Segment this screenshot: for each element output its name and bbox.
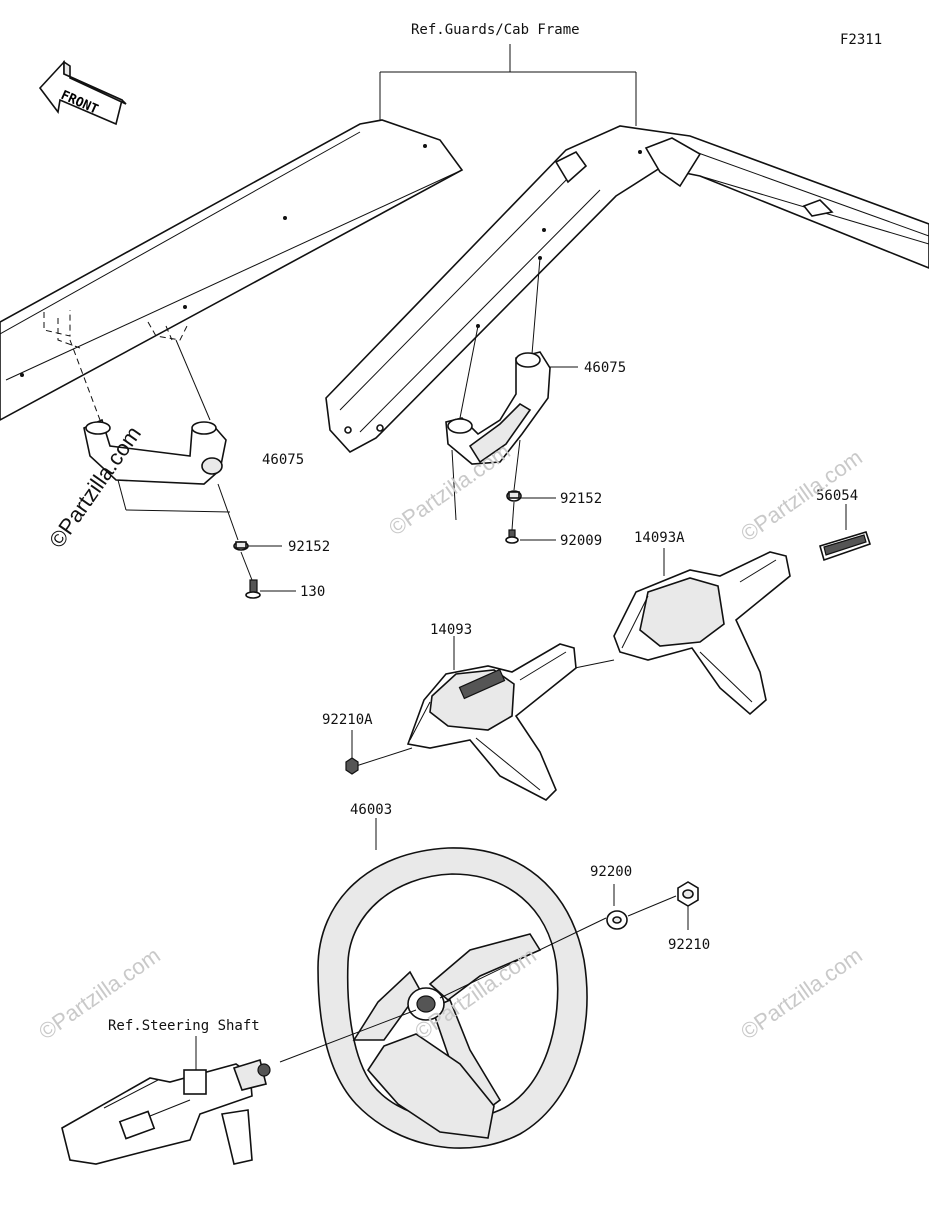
nut-92210 bbox=[627, 881, 699, 930]
label-46003: 46003 bbox=[350, 802, 393, 818]
grab-handle-left bbox=[83, 418, 239, 541]
label-92210: 92210 bbox=[668, 937, 711, 953]
emblem-56054 bbox=[819, 504, 872, 562]
label-130: 130 bbox=[300, 584, 326, 600]
front-arrow-icon: FRONT bbox=[38, 59, 127, 126]
label-14093: 14093 bbox=[430, 622, 473, 638]
steering-shaft bbox=[61, 1036, 271, 1165]
ref-guards-cab-frame-label: Ref.Guards/Cab Frame bbox=[411, 22, 580, 38]
label-92210A: 92210A bbox=[322, 712, 373, 728]
steering-pad-14093 bbox=[355, 636, 577, 801]
nut-92210A bbox=[345, 730, 359, 775]
label-92200: 92200 bbox=[590, 864, 633, 880]
label-46075-left: 46075 bbox=[262, 452, 305, 468]
roof-panel bbox=[0, 119, 464, 421]
label-92152-right: 92152 bbox=[560, 491, 603, 507]
left-mount-dashes bbox=[43, 310, 211, 421]
steering-wheel-46003 bbox=[279, 818, 607, 1149]
fasteners-right bbox=[505, 490, 556, 544]
washer-92200 bbox=[606, 884, 628, 930]
fasteners-left bbox=[233, 541, 296, 599]
ref-steering-shaft-label: Ref.Steering Shaft bbox=[108, 1018, 260, 1034]
label-46075-right: 46075 bbox=[584, 360, 627, 376]
grab-handle-right bbox=[445, 256, 578, 521]
label-56054: 56054 bbox=[816, 488, 859, 504]
ref-guards-bracket bbox=[379, 44, 637, 126]
steering-cover-14093A bbox=[613, 548, 791, 716]
label-92009: 92009 bbox=[560, 533, 603, 549]
label-92152-left: 92152 bbox=[288, 539, 331, 555]
label-14093A: 14093A bbox=[634, 530, 685, 546]
cab-frame bbox=[325, 125, 929, 454]
diagram-code: F2311 bbox=[840, 32, 883, 48]
